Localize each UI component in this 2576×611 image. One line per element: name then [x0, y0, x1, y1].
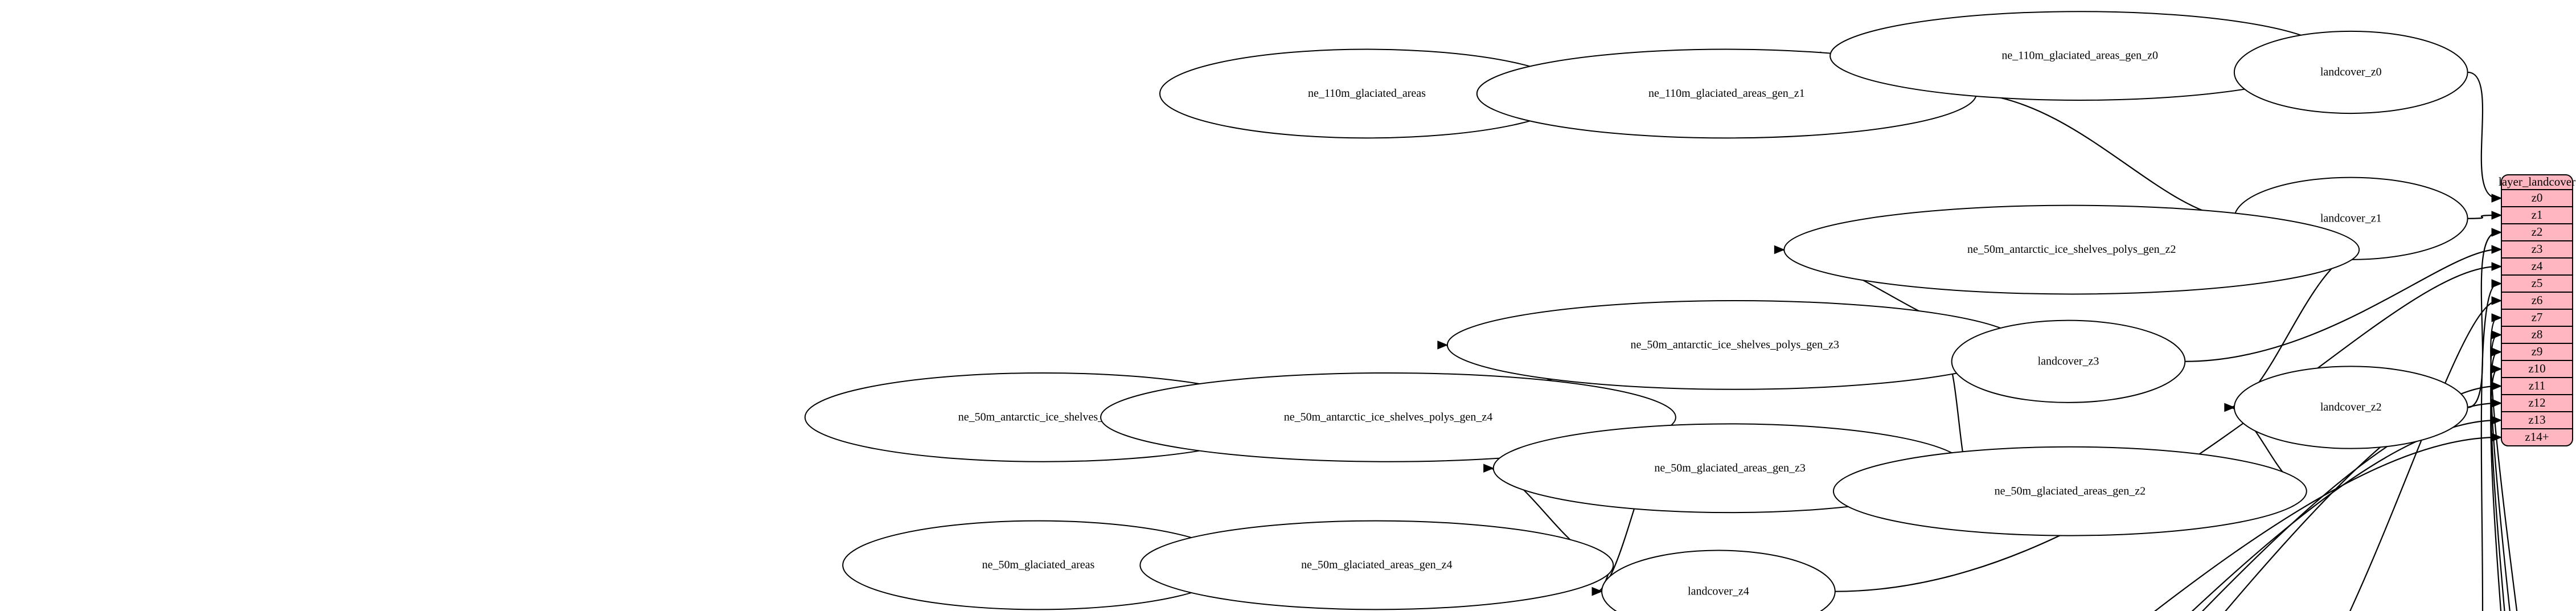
- edge-arrowhead: [1591, 587, 1603, 596]
- node-ne_50m_glaciated_areas_gen_z4[interactable]: ne_50m_glaciated_areas_gen_z4: [1139, 520, 1614, 610]
- table-row-z10[interactable]: z10: [2528, 362, 2545, 375]
- graph-edge: [2467, 214, 2499, 219]
- table-row-z11[interactable]: z11: [2529, 379, 2546, 392]
- graph-edge: [2490, 317, 2518, 611]
- table-row-z13[interactable]: z13: [2528, 413, 2545, 427]
- graph-edge: [2225, 385, 2499, 611]
- graph-edge: [2201, 402, 2499, 611]
- node-ne_110m_glaciated_areas[interactable]: ne_110m_glaciated_areas: [1159, 48, 1575, 139]
- graph-edge: [2467, 71, 2499, 199]
- edge-arrowhead: [1483, 464, 1494, 473]
- node-ellipse: [1601, 550, 1836, 611]
- node-label: ne_50m_antarctic_ice_shelves_polys: [958, 411, 1129, 423]
- graph-edge: [2490, 351, 2505, 611]
- edge-arrowhead: [2491, 194, 2503, 203]
- node-label: ne_50m_antarctic_ice_shelves_polys_gen_z…: [1284, 411, 1493, 423]
- table-row-z7[interactable]: z7: [2532, 310, 2543, 324]
- edge-arrowhead: [2491, 313, 2503, 322]
- edge-arrowhead: [2491, 245, 2503, 254]
- edge-arrowhead: [2491, 296, 2503, 305]
- node-label: landcover_z1: [2320, 212, 2382, 224]
- node-ellipse: [1100, 372, 1676, 462]
- node-ne_50m_antarctic_ice_shelves_polys_gen_z3[interactable]: ne_50m_antarctic_ice_shelves_polys_gen_z…: [1446, 300, 2023, 390]
- graph-edge: [1976, 93, 2232, 219]
- table-row-z6[interactable]: z6: [2532, 293, 2543, 307]
- edge-arrowhead: [2224, 403, 2235, 412]
- edge-arrowhead: [2491, 364, 2503, 374]
- edge-arrowhead: [2491, 382, 2503, 391]
- table-row-z2[interactable]: z2: [2532, 225, 2543, 239]
- node-landcover_z3[interactable]: landcover_z3: [1951, 319, 2186, 403]
- graph-edge: [2467, 231, 2499, 408]
- edge-arrowhead: [2491, 262, 2503, 271]
- node-ne_50m_antarctic_ice_shelves_polys_gen_z2[interactable]: ne_50m_antarctic_ice_shelves_polys_gen_z…: [1783, 204, 2360, 295]
- node-label: ne_50m_antarctic_ice_shelves_polys_gen_z…: [1967, 243, 2176, 256]
- node-ellipse: [1139, 520, 1614, 610]
- node-label: landcover_z3: [2038, 355, 2099, 367]
- node-ne_110m_glaciated_areas_gen_z0[interactable]: ne_110m_glaciated_areas_gen_z0: [1830, 11, 2331, 101]
- edge-arrowhead: [2491, 279, 2503, 288]
- node-ellipse: [1951, 319, 2186, 403]
- table-row-z4[interactable]: z4: [2532, 259, 2543, 273]
- table-row-z5[interactable]: z5: [2532, 276, 2543, 290]
- edge-arrowhead: [2491, 228, 2503, 237]
- table-row-z9[interactable]: z9: [2532, 345, 2543, 358]
- node-label: ne_50m_glaciated_areas_gen_z3: [1654, 462, 1805, 474]
- graph-edge: [2191, 419, 2499, 611]
- node-ellipse: [2233, 366, 2468, 449]
- graph-edge: [2349, 300, 2499, 611]
- edge-arrowhead: [1774, 245, 1785, 255]
- node-ne_50m_glaciated_areas[interactable]: ne_50m_glaciated_areas: [842, 520, 1234, 610]
- node-ne_50m_glaciated_areas_gen_z2[interactable]: ne_50m_glaciated_areas_gen_z2: [1832, 446, 2307, 536]
- node-ellipse: [1783, 204, 2360, 295]
- table-row-z1[interactable]: z1: [2532, 208, 2543, 222]
- node-label: ne_50m_glaciated_areas_gen_z4: [1301, 559, 1452, 571]
- node-label: landcover_z0: [2320, 66, 2382, 79]
- node-label: ne_50m_glaciated_areas: [982, 559, 1095, 571]
- table-row-z14+[interactable]: z14+: [2525, 430, 2549, 444]
- table-row-z12[interactable]: z12: [2528, 396, 2545, 409]
- table-row-z0[interactable]: z0: [2532, 191, 2543, 204]
- node-label: landcover_z4: [1688, 585, 1749, 597]
- graph-edge: [2153, 436, 2499, 611]
- node-ellipse: [2233, 30, 2468, 114]
- edge-arrowhead: [2491, 211, 2503, 220]
- graph-edge: [2490, 334, 2511, 611]
- edge-arrowhead: [1437, 341, 1449, 350]
- layer-landcover-table[interactable]: layer_landcover z0 z1 z2 z3 z4 z5 z6 z7 z8 z9 z10 z1…: [2499, 174, 2575, 446]
- edge-arrowhead: [2491, 330, 2503, 339]
- node-label: ne_50m_glaciated_areas_gen_z2: [1995, 485, 2146, 497]
- node-ne_50m_antarctic_ice_shelves_polys_gen_z4[interactable]: ne_50m_antarctic_ice_shelves_polys_gen_z…: [1100, 372, 1676, 462]
- node-label: ne_50m_antarctic_ice_shelves_polys_gen_z…: [1630, 338, 1839, 351]
- node-landcover_z2[interactable]: landcover_z2: [2233, 366, 2468, 449]
- node-label: ne_110m_glaciated_areas_gen_z1: [1648, 87, 1805, 100]
- node-ellipse: [1832, 446, 2307, 536]
- node-label: ne_110m_glaciated_areas_gen_z0: [2001, 50, 2158, 62]
- table-row-z3[interactable]: z3: [2532, 242, 2543, 256]
- graph-edge: [2480, 282, 2499, 611]
- table-row-z8[interactable]: z8: [2532, 327, 2543, 341]
- node-label: ne_110m_glaciated_areas: [1308, 87, 1426, 100]
- nodes-layer: imposm3osm_landcover_polygonsimplify_vw_…: [804, 11, 2468, 611]
- node-label: landcover_z2: [2320, 401, 2382, 413]
- table-header-label: layer_landcover: [2499, 175, 2575, 188]
- graph-edge: [1835, 265, 2499, 592]
- node-landcover_z4[interactable]: landcover_z4: [1601, 550, 1836, 611]
- graph-edge: [2185, 248, 2499, 362]
- node-landcover_z0[interactable]: landcover_z0: [2233, 30, 2468, 114]
- edge-arrowhead: [2491, 347, 2503, 356]
